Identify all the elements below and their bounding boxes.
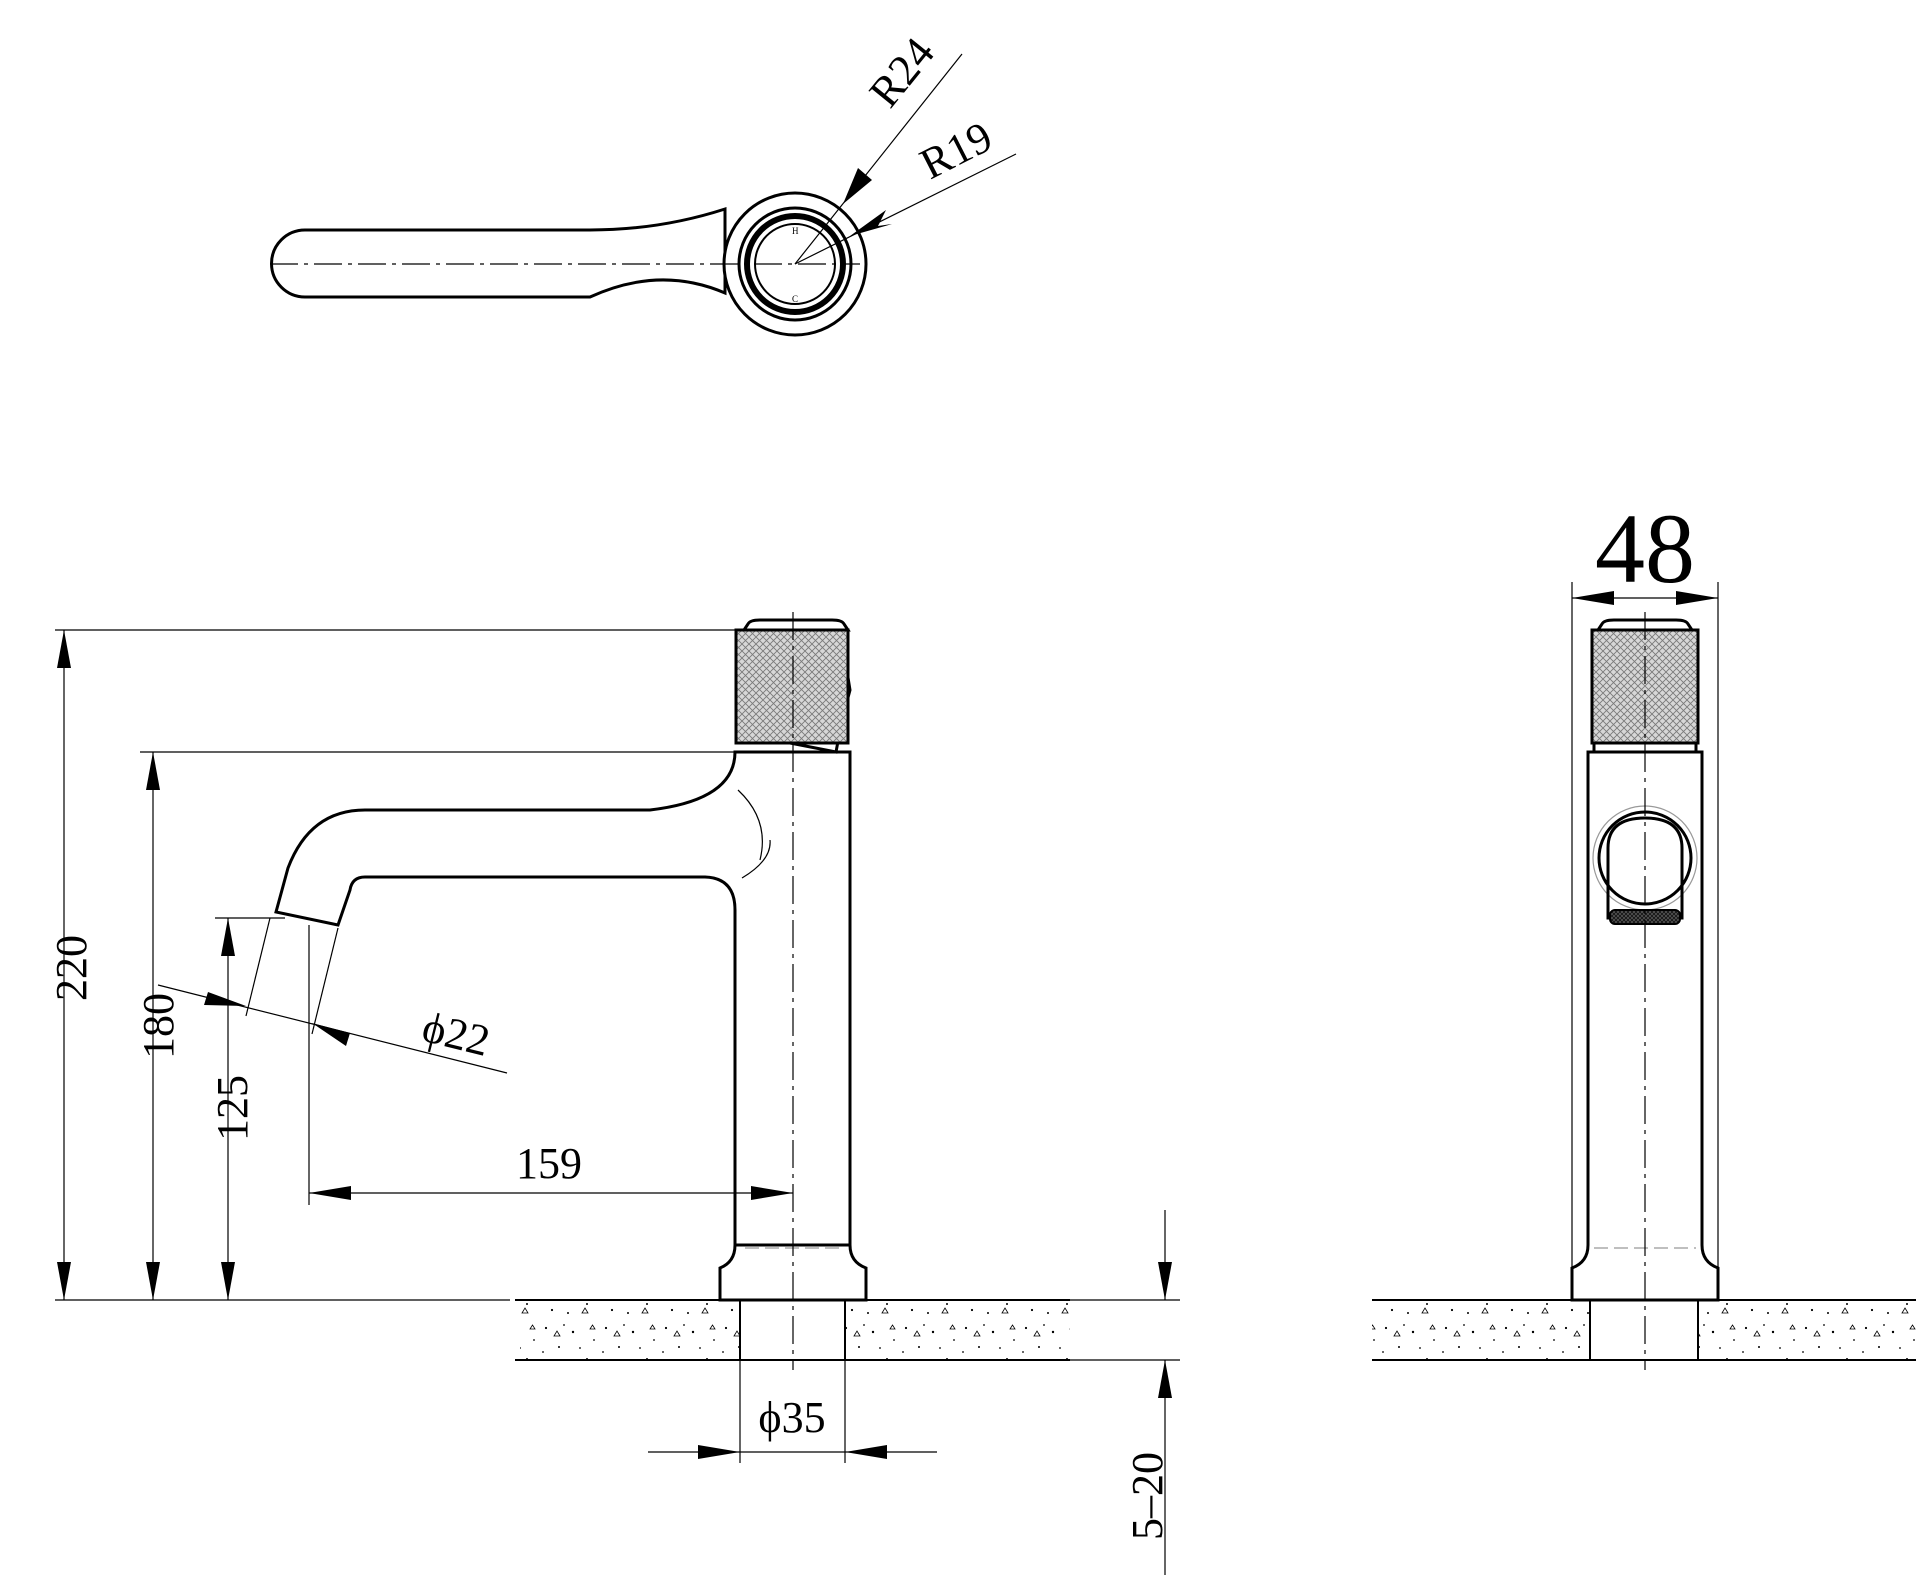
r19-arrow [850,210,892,236]
dim-180-label: 180 [134,993,183,1059]
dim-520-label: 5–20 [1123,1452,1172,1540]
lever-outline [270,206,727,299]
r19-leader [794,153,1017,265]
side-view: 220 180 125 ϕ22 159 ϕ35 [47,612,1180,1575]
hot-mark: H [792,226,799,236]
dim-48-label: 48 [1595,493,1695,604]
dim-22-label: ϕ22 [418,1002,495,1066]
dim-125-label: 125 [208,1075,257,1141]
front-handle-cap [1595,618,1695,632]
top-view: H C R24 R19 [270,28,1017,337]
handle-cap [741,618,851,632]
dim-35-arrow-left [698,1445,740,1459]
dim-159-arrow-right [751,1186,793,1200]
dim-35-arrow-right [845,1445,887,1459]
dim-125-arrow-top [221,918,235,956]
r24-arrow [843,168,872,204]
dim-159-label: 159 [516,1139,582,1188]
dim-22-arrow-right [312,1023,350,1046]
dim-220-label: 220 [47,935,96,1001]
dim-22-ext-left [245,917,271,1017]
dim-159-arrow-left [309,1186,351,1200]
handle-knob [734,628,850,745]
r19-label: R19 [912,112,1000,189]
faucet-body-spout [274,750,852,1247]
r24-leader [794,53,963,265]
dim-180-arrow-top [146,752,160,790]
dim-48-arrow-right [1676,591,1718,605]
front-countertop-right [1698,1300,1916,1360]
dim-48-arrow-left [1572,591,1614,605]
dim-220-arrow-top [57,630,71,668]
r24-label: R24 [860,28,944,116]
front-body [1570,750,1720,1302]
dim-520-arrow-top [1158,1262,1172,1300]
dim-220-arrow-bottom [57,1262,71,1300]
body-curve-mark [737,789,771,879]
dim-35-label: ϕ35 [758,1393,825,1442]
countertop-right [845,1300,1070,1360]
dim-180-arrow-bottom [146,1262,160,1300]
dim-520-arrow-bottom [1158,1360,1172,1398]
dim-22-ext-right [311,927,339,1035]
front-view: 48 [1372,493,1916,1370]
dim-125-arrow-bottom [221,1262,235,1300]
countertop-left [520,1300,740,1360]
front-spout-tube [1606,816,1684,920]
front-handle-base [1592,741,1698,754]
front-countertop-left [1372,1300,1590,1360]
cold-mark: C [792,294,798,304]
dim-22-arrow-left [204,992,246,1006]
